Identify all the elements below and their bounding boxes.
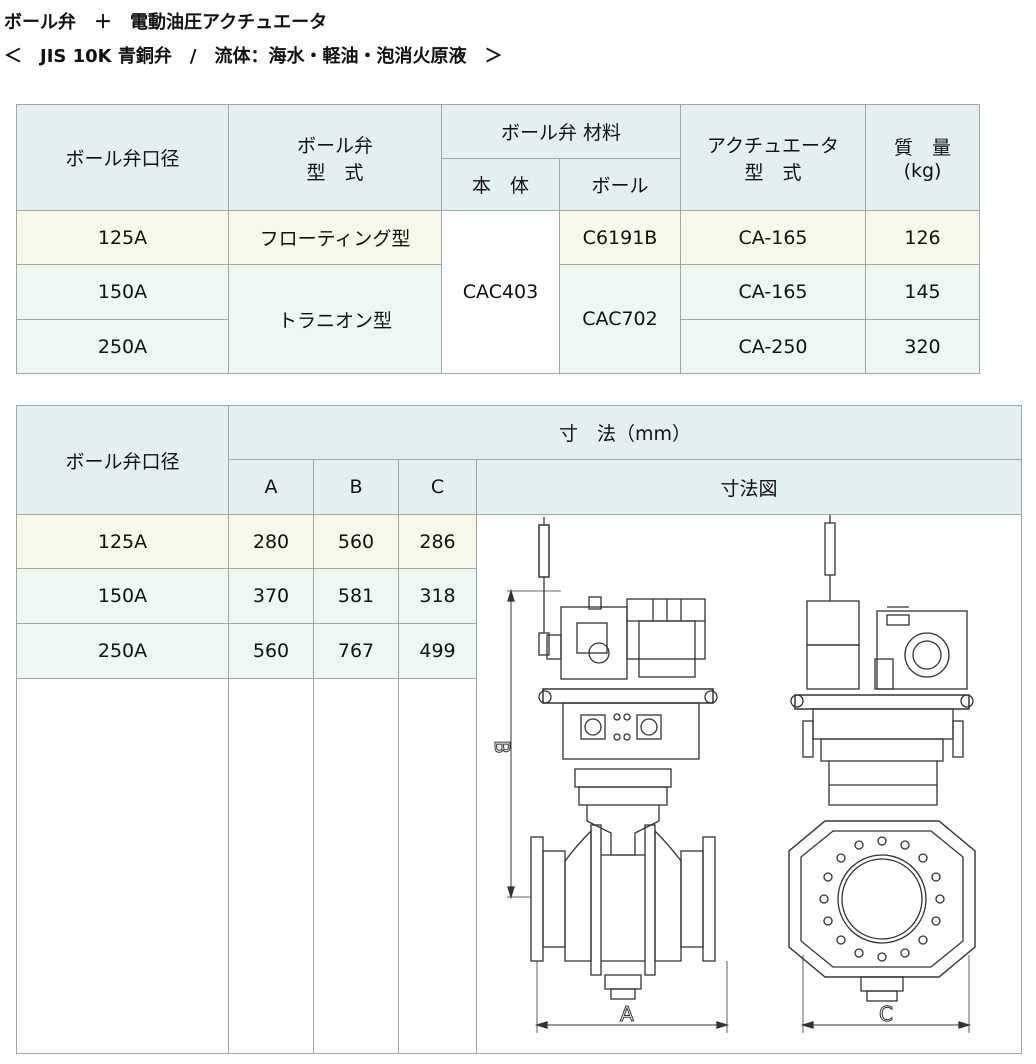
header-drawing: 寸法図 — [475, 459, 1023, 515]
page-title: ボール弁 ＋ 電動油圧アクチュエータ — [4, 12, 328, 33]
empty-cell — [313, 677, 399, 1055]
header-valve-size: ボール弁口径 — [16, 104, 229, 211]
cell-size: 250A — [16, 623, 229, 679]
header-dim-b: B — [313, 459, 399, 515]
cell-actuator: CA-165 — [680, 264, 867, 320]
cell-dim-b: 560 — [313, 513, 399, 570]
header-valve-type-line1: ボール弁 — [296, 134, 373, 157]
empty-cell — [16, 677, 229, 1055]
cell-size: 150A — [16, 568, 229, 625]
header-valve-type: ボール弁 型 式 — [228, 104, 442, 211]
cell-dim-a: 370 — [228, 568, 314, 625]
cell-actuator: CA-165 — [680, 210, 867, 265]
cell-size: 150A — [16, 264, 229, 320]
cell-actuator: CA-250 — [680, 319, 867, 374]
drawing-label-b: B — [490, 740, 514, 754]
cell-dim-a: 280 — [228, 513, 314, 570]
valve-dimension-drawing: A B C — [490, 515, 976, 1033]
header-actuator-type: アクチュエータ 型 式 — [680, 104, 867, 211]
cell-mass: 145 — [865, 264, 981, 320]
empty-cell — [228, 677, 314, 1055]
drawing-label-a: A — [620, 1002, 634, 1026]
header-dim-c: C — [398, 459, 477, 515]
cell-dim-c: 286 — [398, 513, 477, 570]
cell-mass: 320 — [865, 319, 981, 374]
header-dimensions: 寸 法（mm） — [227, 405, 1023, 460]
cell-dim-b: 767 — [313, 623, 399, 679]
empty-cell — [398, 677, 477, 1055]
cell-size: 125A — [16, 513, 229, 570]
cell-mass: 126 — [865, 210, 981, 265]
spec-table: ボール弁口径 ボール弁 型 式 ボール弁 材料 アクチュエータ 型 式 質 量 … — [16, 104, 981, 374]
cell-valve-type: フローティング型 — [228, 210, 442, 265]
header-actuator-line1: アクチュエータ — [706, 134, 840, 157]
cell-dim-b: 581 — [313, 568, 399, 625]
header-dim-a: A — [228, 459, 314, 515]
header-mass-line2: (kg) — [903, 160, 942, 182]
cell-valve-type: トラニオン型 — [228, 264, 442, 374]
header-mass: 質 量 (kg) — [865, 104, 981, 211]
header-ball: ボール — [558, 158, 682, 211]
cell-dim-a: 560 — [228, 623, 314, 679]
cell-size: 250A — [16, 319, 229, 374]
header-actuator-line2: 型 式 — [744, 161, 802, 184]
drawing-label-c: C — [879, 1002, 893, 1026]
header-valve-type-line2: 型 式 — [306, 161, 364, 184]
dimension-drawing-cell: A B C — [475, 514, 1023, 1054]
cell-ball-material: CAC702 — [558, 264, 682, 374]
cell-dim-c: 499 — [398, 623, 477, 679]
header-material: ボール弁 材料 — [440, 104, 682, 159]
header-valve-size: ボール弁口径 — [16, 405, 229, 515]
dimension-table: ボール弁口径 寸 法（mm） A B C 寸法図 125A 280 560 28… — [16, 405, 1023, 1055]
cell-dim-c: 318 — [398, 568, 477, 625]
cell-body-material: CAC403 — [441, 210, 560, 374]
cell-size: 125A — [16, 210, 229, 265]
cell-ball-material: C6191B — [558, 210, 682, 265]
header-body: 本 体 — [441, 158, 560, 211]
header-mass-line1: 質 量 — [894, 137, 952, 159]
page-subtitle: ＜ JIS 10K 青銅弁 / 流体：海水・軽油・泡消火原液 ＞ — [4, 46, 503, 67]
